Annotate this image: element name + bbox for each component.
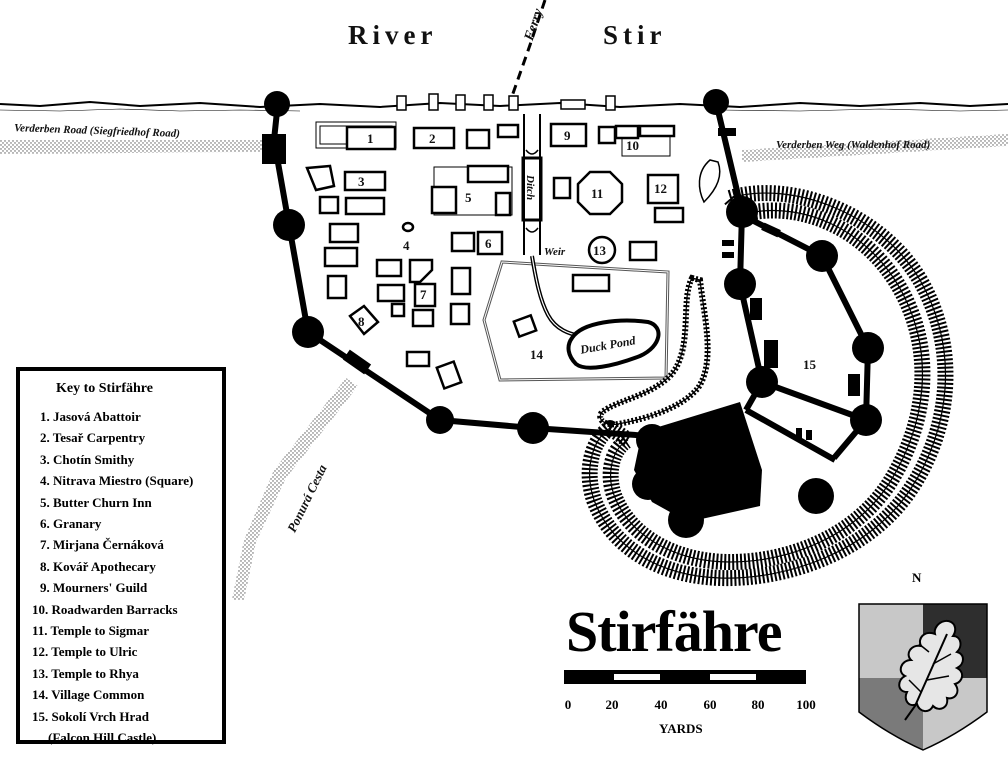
legend-item: 2. Tesař Carpentry (40, 430, 146, 446)
building-number-5: 5 (465, 190, 472, 205)
river-bank (0, 100, 1008, 109)
building-number-6: 6 (485, 236, 492, 251)
road-label-east: Verderben Weg (Waldenhof Road) (776, 139, 931, 151)
legend-item: 3. Chotín Smithy (40, 451, 135, 467)
legend-item: 13. Temple to Rhya (32, 665, 139, 681)
scale-tick: 0 (564, 697, 572, 712)
oak-leaf-icon (898, 620, 964, 721)
building-number-10: 10 (626, 138, 639, 153)
river-label-left: River (348, 20, 438, 50)
map-title: Stirfähre (566, 599, 782, 664)
legend-item: 12. Temple to Ulric (32, 644, 138, 660)
legend-item: 7. Mirjana Černáková (40, 537, 164, 553)
building-number-4: 4 (403, 238, 410, 253)
building-number-7: 7 (420, 287, 427, 302)
legend-item: 15. Sokolí Vrch Hrad (32, 708, 150, 724)
legend-title: Key to Stirfähre (56, 381, 153, 396)
road-south (232, 378, 358, 600)
building-number-14: 14 (530, 347, 543, 362)
heraldic-shield (858, 603, 988, 751)
scale-tick: 60 (703, 697, 717, 712)
scale-bar (564, 670, 806, 684)
scale-tick: 40 (654, 697, 668, 712)
building-number-11: 11 (591, 186, 604, 201)
scale-tick: 20 (605, 697, 619, 712)
road-east (742, 134, 1008, 162)
wall-towers (262, 89, 884, 538)
north-indicator: N (912, 570, 922, 585)
ridge (698, 159, 721, 204)
legend-item: 4. Nitrava Miestro (Square) (40, 473, 194, 489)
scale-unit: YARDS (659, 721, 703, 736)
legend-item: (Falcon Hill Castle) (48, 730, 157, 746)
river-label-right: Stir (603, 20, 667, 50)
ferry-route (508, 0, 547, 103)
legend-item: 5. Butter Churn Inn (40, 494, 152, 510)
legend-item: 14. Village Common (32, 687, 145, 703)
building-number-15: 15 (803, 357, 816, 372)
building-number-13: 13 (593, 243, 606, 258)
legend-item: 11. Temple to Sigmar (32, 623, 150, 639)
weir-label: Weir (544, 246, 566, 258)
map-legend: Key to Stirfähre 1. Jasová Abattoir 2. T… (16, 367, 226, 745)
building-number-9: 9 (564, 128, 571, 143)
stream (530, 255, 581, 338)
building-number-12: 12 (654, 181, 667, 196)
building-number-8: 8 (358, 314, 365, 329)
legend-item: 6. Granary (40, 516, 102, 532)
ditch-label: Ditch (524, 175, 536, 201)
building-number-3: 3 (358, 174, 365, 189)
legend-item: 8. Kovář Apothecary (40, 558, 156, 574)
legend-item: 10. Roadwarden Barracks (32, 601, 178, 617)
building-number-1: 1 (367, 131, 374, 146)
scale-tick: 100 (796, 697, 816, 712)
building-number-2: 2 (429, 131, 436, 146)
temple-sigmar (576, 170, 624, 216)
scale-tick: 80 (751, 697, 765, 712)
castle-keep (634, 402, 762, 522)
river-docks (396, 93, 616, 111)
buildings (305, 121, 685, 391)
legend-item: 9. Mourners' Guild (40, 580, 148, 596)
duck-pond (566, 318, 661, 370)
road-west (0, 140, 262, 154)
legend-item: 1. Jasová Abattoir (40, 409, 141, 424)
